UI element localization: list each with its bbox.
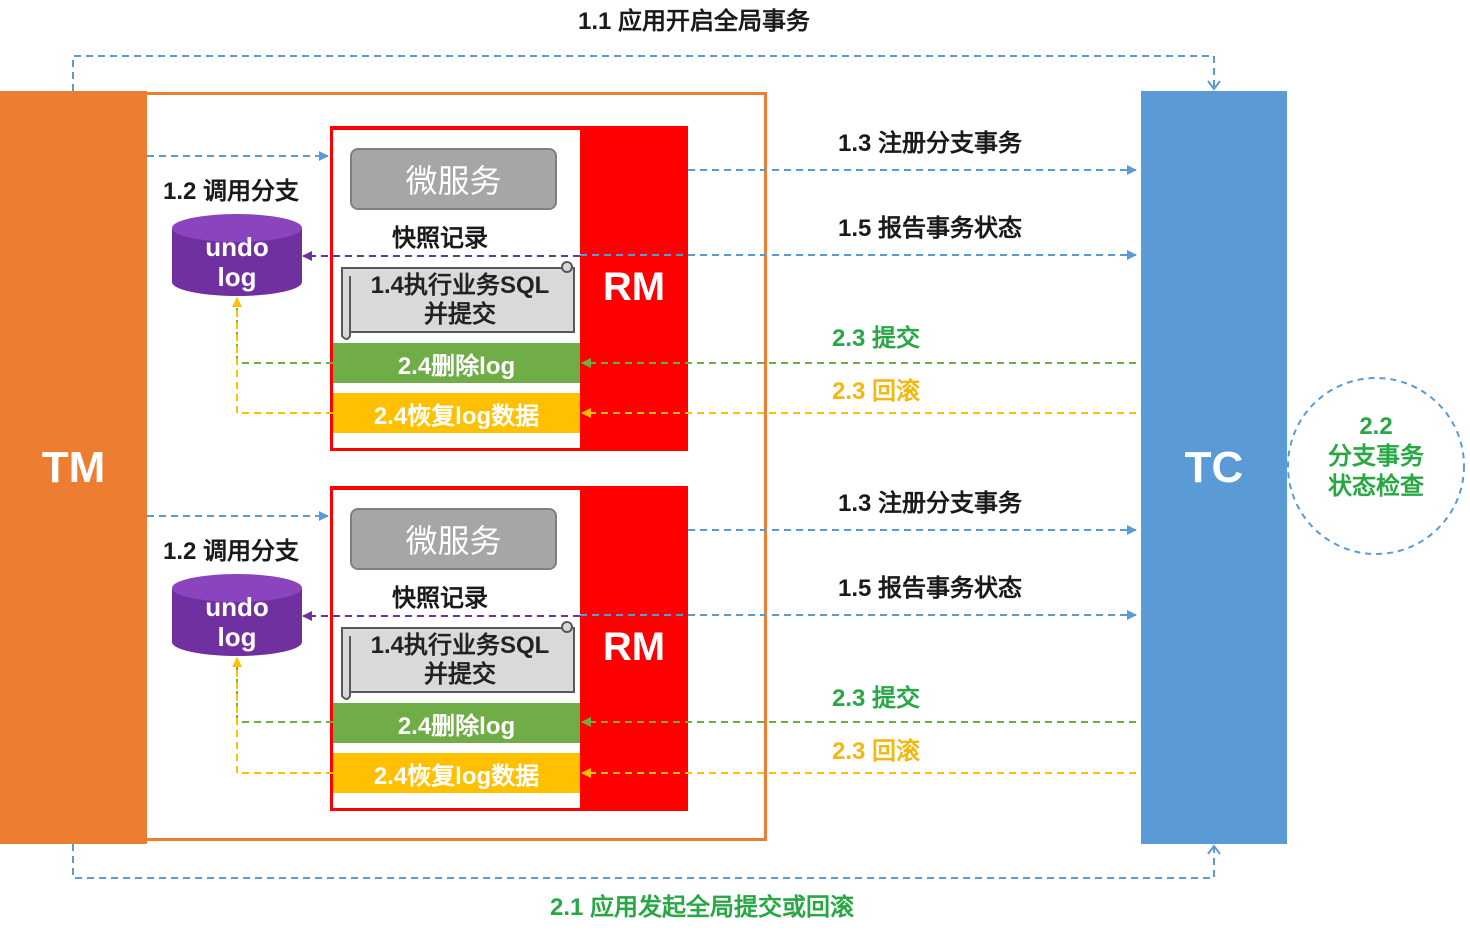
tc-check-line2: 分支事务 [1328, 443, 1424, 470]
undo-log-text-2: undo log [172, 592, 302, 652]
sql-line2: 并提交 [424, 301, 496, 328]
delete-log-bar-2: 2.4删除log [333, 703, 580, 743]
undo-log-text-1: undo log [172, 232, 302, 292]
microservice-box-2: 微服务 [350, 508, 557, 570]
sql-label-2: 1.4执行业务SQL 并提交 [352, 630, 568, 692]
restore-log-bar-2: 2.4恢复log数据 [333, 753, 580, 793]
rollback-label-2: 2.3 回滚 [832, 738, 921, 765]
tc-check-circle [1287, 377, 1465, 555]
delete-log-connector-2 [236, 660, 333, 723]
rm-label-2: RM [602, 625, 666, 669]
commit-global-label: 2.1 应用发起全局提交或回滚 [550, 894, 855, 921]
restore-log-connector-2 [232, 657, 333, 774]
tc-label: TC [1184, 442, 1244, 492]
rm-label-1: RM [602, 265, 666, 309]
sql-line1: 1.4执行业务SQL [370, 272, 550, 300]
undo-log-cylinder-1 [172, 214, 302, 296]
sql-line2: 并提交 [424, 661, 496, 688]
undo-line2: log [217, 622, 257, 652]
sql-scroll-1 [341, 261, 575, 340]
delete-log-connector-1 [236, 300, 333, 364]
report-label-1: 1.5 报告事务状态 [838, 215, 1023, 242]
snapshot-label-2: 快照记录 [392, 585, 488, 612]
tc-check-step: 2.2 [1359, 413, 1393, 440]
sql-scroll-2 [341, 621, 575, 700]
undo-line1: undo [205, 232, 269, 262]
sql-label-1: 1.4执行业务SQL 并提交 [352, 270, 568, 332]
register-label-1: 1.3 注册分支事务 [838, 130, 1023, 157]
tm-box: TM [0, 91, 147, 844]
delete-log-bar-1: 2.4删除log [333, 343, 580, 383]
begin-global-connector [72, 55, 1221, 91]
undo-line1: undo [205, 592, 269, 622]
sql-line1: 1.4执行业务SQL [370, 632, 550, 660]
restore-log-connector-1 [232, 297, 333, 414]
microservice-box-1: 微服务 [350, 148, 557, 210]
commit-label-1: 2.3 提交 [832, 325, 921, 352]
tc-check-label: 2.2 分支事务 状态检查 [1296, 412, 1456, 502]
undo-line2: log [217, 262, 257, 292]
call-branch-label-2: 1.2 调用分支 [163, 538, 300, 565]
undo-log-cylinder-2 [172, 574, 302, 656]
rollback-label-1: 2.3 回滚 [832, 378, 921, 405]
application-frame [145, 92, 767, 841]
commit-label-2: 2.3 提交 [832, 685, 921, 712]
begin-global-label: 1.1 应用开启全局事务 [578, 8, 811, 35]
snapshot-label-1: 快照记录 [392, 225, 488, 252]
restore-log-bar-1: 2.4恢复log数据 [333, 393, 580, 433]
tm-label: TM [41, 442, 106, 492]
commit-global-connector [72, 844, 1221, 879]
tc-box: TC [1141, 91, 1287, 844]
tc-check-line3: 状态检查 [1328, 473, 1424, 500]
register-label-2: 1.3 注册分支事务 [838, 490, 1023, 517]
call-branch-label-1: 1.2 调用分支 [163, 178, 300, 205]
report-label-2: 1.5 报告事务状态 [838, 575, 1023, 602]
